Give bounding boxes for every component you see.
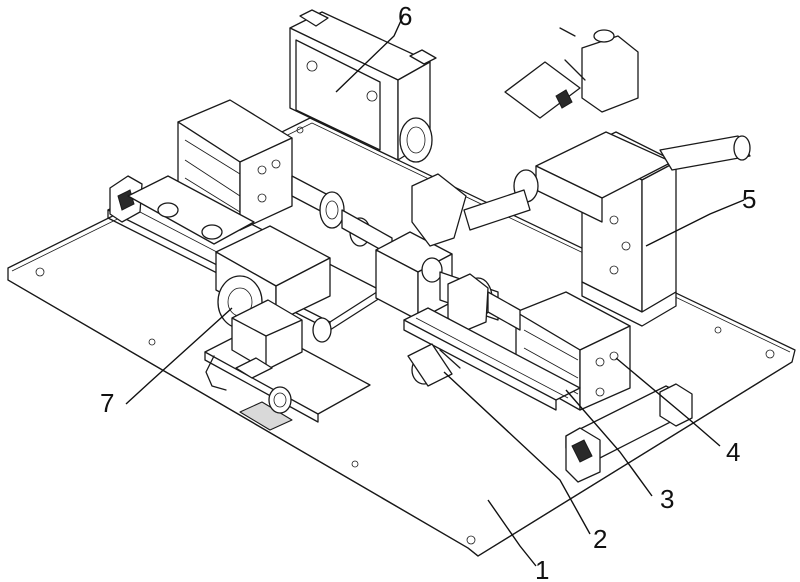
slide-rail xyxy=(403,307,581,411)
left-rod xyxy=(291,175,393,257)
reference-numerals: 1 2 3 4 5 6 7 xyxy=(100,1,756,582)
leader-5 xyxy=(645,199,745,247)
label-6: 6 xyxy=(398,1,412,31)
front-fittings xyxy=(205,343,461,414)
sensor-bracket xyxy=(504,27,639,119)
left-cylinder xyxy=(177,99,293,231)
leader-4 xyxy=(615,357,721,447)
leader-7 xyxy=(125,307,233,405)
label-2: 2 xyxy=(593,524,607,554)
right-rod xyxy=(447,273,521,333)
label-5: 5 xyxy=(742,184,756,214)
leader-3 xyxy=(565,389,653,497)
label-3: 3 xyxy=(660,484,674,514)
right-end-bracket xyxy=(565,383,693,483)
leader-lines xyxy=(125,13,745,567)
leader-6 xyxy=(335,13,405,93)
left-guide xyxy=(127,175,255,263)
leader-1 xyxy=(487,499,537,567)
label-4: 4 xyxy=(726,437,740,467)
connector-housing xyxy=(289,9,437,163)
label-7: 7 xyxy=(100,388,114,418)
label-1: 1 xyxy=(535,555,549,582)
upper-right-cylinder xyxy=(463,131,751,231)
front-left-cylinder xyxy=(215,225,332,371)
leader-2 xyxy=(443,371,591,535)
central-clamp xyxy=(375,173,499,321)
